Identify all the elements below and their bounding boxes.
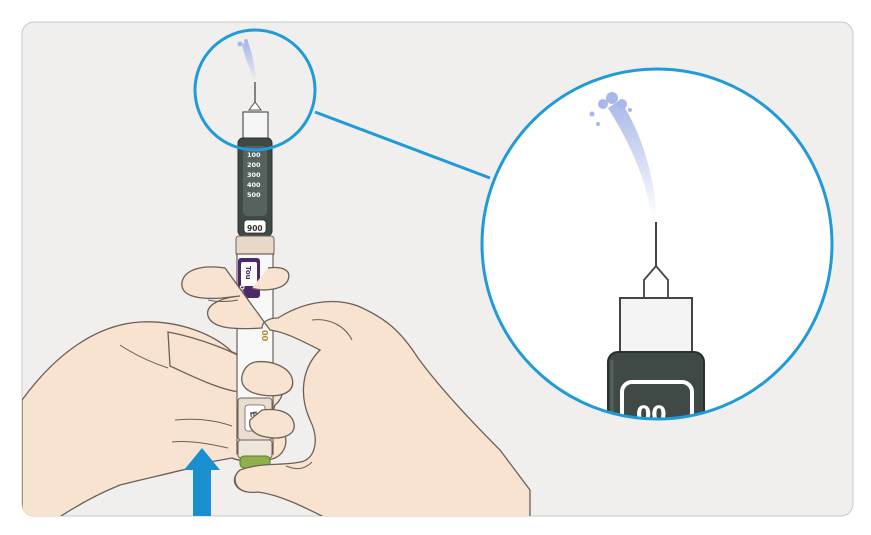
- small-spray: [242, 42, 256, 82]
- dose-scale: 100 200 300 400 500: [247, 151, 261, 199]
- scale-label: 500: [247, 191, 261, 199]
- pen-brand-text: Tou: [244, 266, 252, 280]
- scale-label: 100: [247, 151, 261, 159]
- scale-label: 400: [247, 181, 261, 189]
- zoom-cartridge: [607, 351, 705, 419]
- push-up-arrow: [184, 448, 220, 516]
- pen-strength-text: 00: [260, 330, 269, 342]
- dose-window-value: 900: [247, 224, 263, 233]
- right-hand: [181, 266, 531, 516]
- scale-label: 300: [247, 171, 261, 179]
- zoom-connector: [314, 110, 491, 180]
- zoom-detail: 00: [480, 67, 834, 428]
- scale-label: 200: [247, 161, 261, 169]
- focus-circle: [193, 28, 317, 152]
- left-index-finger: [241, 360, 294, 397]
- zoom-window-text: 00: [636, 403, 667, 428]
- zoom-circle: [480, 67, 834, 421]
- zoom-spray: [608, 100, 657, 218]
